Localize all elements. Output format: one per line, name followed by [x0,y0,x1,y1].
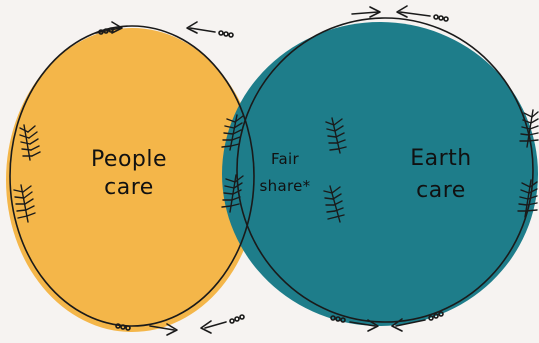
feather-icon [19,124,41,161]
people-care-line2: care [104,174,154,200]
people-care-circle [6,28,258,332]
arrow-icon [115,323,178,336]
earth-care-label: Earth care [410,145,472,204]
circle-outlines [9,17,534,327]
earth-care-line1: Earth [410,146,472,171]
fair-share-line1: Fair [271,150,299,168]
fair-share-label: Fair share* [260,150,311,196]
earth-care-line2: care [416,177,466,203]
people-care-line1: People [90,147,168,172]
arrow-icon [351,6,381,18]
feather-icon [519,109,539,148]
feather-icon [323,185,345,223]
arrow-icon [396,5,449,22]
right-circle-outline [236,17,534,323]
arrow-icon [186,21,234,38]
feather-icon [221,174,244,213]
left-circle-outline [9,25,255,327]
arrow-icon [200,314,245,334]
fair-share-line2: share* [259,176,311,195]
feather-icon [13,184,36,223]
feather-icon [221,114,244,151]
arrow-icon [391,311,444,332]
people-care-label: People care [91,146,167,201]
earth-care-circle [222,22,538,326]
feather-icon [325,117,347,154]
arrow-icon [330,315,379,332]
arrow-icon [95,21,123,35]
feather-icon [517,179,538,218]
